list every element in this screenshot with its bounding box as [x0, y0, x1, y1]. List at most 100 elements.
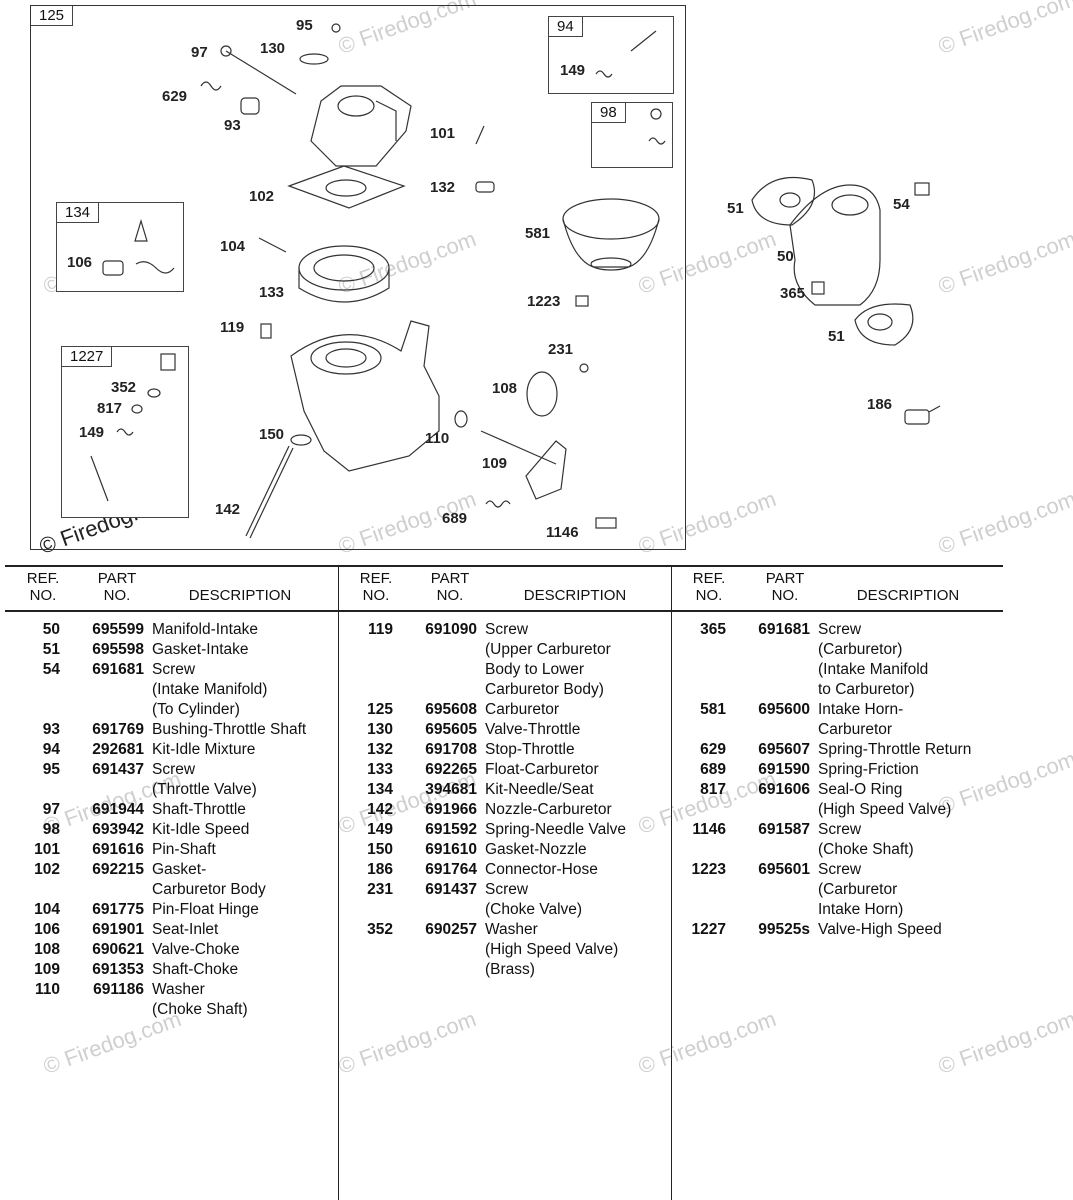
part-no-cell: 691606: [758, 781, 810, 798]
table-row: to Carburetor): [671, 680, 1003, 700]
ref-no-cell: 629: [700, 741, 726, 758]
description-cell: (Choke Shaft): [152, 1001, 248, 1018]
ref-no-cell: 581: [700, 701, 726, 718]
ref-no-cell: 133: [367, 761, 393, 778]
group-box-1227: 1227: [61, 346, 189, 518]
part-no-cell: 692265: [425, 761, 477, 778]
table-row: Carburetor Body): [338, 680, 671, 700]
part-no-cell: 691587: [758, 821, 810, 838]
carburetor-parts-drawing: [90, 23, 666, 539]
ref-no-cell: 108: [34, 941, 60, 958]
part-no-cell: [393, 900, 477, 920]
description-cell: Gasket-Intake: [152, 641, 249, 658]
table-row: (Carburetor: [671, 880, 1003, 900]
description-cell: (To Cylinder): [152, 701, 240, 718]
ref-no-cell: 134: [367, 781, 393, 798]
ref-label: 51: [727, 200, 744, 217]
description-cell: (Upper Carburetor: [485, 641, 611, 658]
table-row: Carburetor: [671, 720, 1003, 740]
ref-label: 352: [111, 379, 137, 396]
ref-no-cell: 101: [34, 841, 60, 858]
table-row: Carburetor Body: [5, 880, 338, 900]
description-cell: Nozzle-Carburetor: [485, 801, 612, 818]
ref-no-cell: 1227: [691, 921, 726, 938]
part-no-cell: [726, 900, 810, 920]
description-cell: Intake Horn): [818, 901, 904, 918]
description-cell: Carburetor: [818, 721, 893, 738]
ref-no-cell: [671, 800, 726, 820]
description-cell: (Throttle Valve): [152, 781, 257, 798]
ref-label: 97: [191, 44, 208, 61]
ref-no-cell: 142: [367, 801, 393, 818]
ref-no-cell: 97: [42, 801, 60, 818]
part-no-cell: [393, 680, 477, 700]
header-part-no: PART NO.: [430, 570, 470, 604]
header-description: DESCRIPTION: [523, 587, 627, 604]
ref-label: 95: [296, 17, 313, 34]
part-no-cell: 695607: [758, 741, 810, 758]
part-no-cell: [726, 840, 810, 860]
ref-no-cell: 130: [367, 721, 393, 738]
ref-label: 1223: [527, 293, 561, 310]
description-cell: Screw: [818, 621, 862, 638]
description-cell: Valve-High Speed: [818, 921, 942, 938]
ref-label: 132: [430, 179, 456, 196]
table-header-rule: [5, 610, 1003, 612]
table-row: (Choke Shaft): [5, 1000, 338, 1020]
part-no-cell: 691681: [92, 661, 144, 678]
ref-label: 50: [777, 248, 794, 265]
description-cell: (Intake Manifold): [152, 681, 268, 698]
group-tag-125: 125: [31, 6, 74, 26]
ref-label: 109: [482, 455, 508, 472]
ref-label: 119: [220, 319, 245, 336]
description-cell: Kit-Needle/Seat: [485, 781, 594, 798]
ref-label: 149: [79, 424, 105, 441]
ref-no-cell: [5, 1000, 60, 1020]
ref-no-cell: 50: [42, 621, 60, 638]
part-no-cell: 691353: [92, 961, 144, 978]
description-cell: Screw: [485, 621, 529, 638]
ref-no-cell: 119: [367, 621, 393, 638]
description-cell: Pin-Shaft: [152, 841, 216, 858]
part-no-cell: 691186: [93, 981, 144, 998]
description-cell: Spring-Friction: [818, 761, 919, 778]
part-no-cell: 691090: [425, 621, 477, 638]
ref-no-cell: 98: [42, 821, 60, 838]
ref-no-cell: [671, 680, 726, 700]
part-no-cell: [60, 700, 144, 720]
table-row: Body to Lower: [338, 660, 671, 680]
ref-no-cell: [671, 880, 726, 900]
description-cell: Stop-Throttle: [485, 741, 575, 758]
ref-label: 133: [259, 284, 285, 301]
description-cell: Screw: [818, 821, 862, 838]
ref-no-cell: 817: [700, 781, 726, 798]
ref-label: 110: [425, 430, 450, 447]
ref-no-cell: [5, 700, 60, 720]
header-ref-no: REF. NO.: [692, 570, 726, 604]
part-no-cell: 691681: [758, 621, 810, 638]
description-cell: Screw: [485, 881, 529, 898]
ref-label: 149: [560, 62, 586, 79]
description-cell: (Carburetor): [818, 641, 903, 658]
ref-no-cell: [338, 660, 393, 680]
part-no-cell: 693942: [92, 821, 144, 838]
ref-label: 101: [430, 125, 456, 142]
ref-no-cell: 51: [42, 641, 60, 658]
ref-label: 102: [249, 188, 275, 205]
description-cell: (Carburetor: [818, 881, 898, 898]
description-cell: Valve-Throttle: [485, 721, 581, 738]
